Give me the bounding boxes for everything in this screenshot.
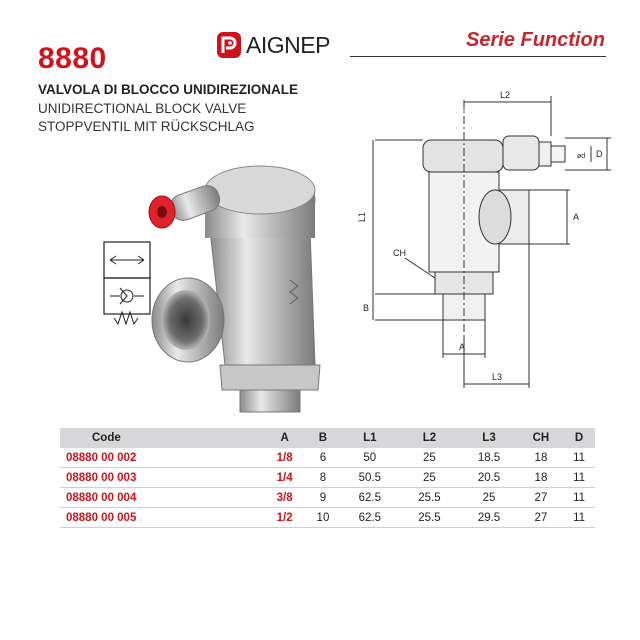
cell-ch: 18 [518,467,564,488]
cell-l3: 29.5 [459,507,519,528]
cell-l1: 62.5 [339,507,400,528]
col-a: A [263,428,306,448]
title-italian: VALVOLA DI BLOCCO UNIDIREZIONALE [38,82,298,97]
brand-logo: AIGNEP [216,30,330,60]
cell-l2: 25.5 [399,507,460,528]
col-code: Code [60,428,264,448]
cell-a: 1/8 [263,448,306,468]
cell-a: 1/4 [263,467,306,488]
cell-a: 1/2 [263,507,306,528]
cell-b: 8 [305,467,340,488]
col-l1: L1 [339,428,400,448]
title-german: STOPPVENTIL MIT RÜCKSCHLAG [38,119,255,134]
product-photo [148,165,321,413]
col-ch: CH [518,428,564,448]
cell-code: 08880 00 002 [60,448,264,468]
cell-l2: 25.5 [399,487,460,508]
cell-l1: 62.5 [339,487,400,508]
cell-l3: 18.5 [459,448,519,468]
technical-drawing: L2 L1 CH B A A L3 D ød [357,90,611,388]
table-row: 08880 00 003 1/4 8 50.5 25 20.5 18 11 [60,467,595,488]
cell-l1: 50.5 [339,467,400,488]
cell-l3: 25 [459,487,519,508]
table-row: 08880 00 002 1/8 6 50 25 18.5 18 11 [60,448,595,468]
specs-table: Code A B L1 L2 L3 CH D 08880 00 002 1/8 … [60,428,595,528]
cell-ch: 27 [518,507,564,528]
cell-d: 11 [563,507,595,528]
col-d: D [563,428,595,448]
cell-l1: 50 [339,448,400,468]
cell-b: 9 [305,487,340,508]
title-english: UNIDIRECTIONAL BLOCK VALVE [38,101,247,116]
aignep-logo-icon [217,32,241,58]
brand-name: AIGNEP [246,31,330,58]
col-l3: L3 [459,428,519,448]
cell-d: 11 [563,487,595,508]
col-b: B [305,428,340,448]
series-name: Serie Function [466,29,605,51]
label-phi-d: ød [577,153,585,160]
cell-ch: 27 [518,487,564,508]
cell-code: 08880 00 004 [60,487,264,508]
cell-d: 11 [563,448,595,468]
header-rule [350,56,606,57]
col-l2: L2 [399,428,460,448]
cell-l2: 25 [399,467,460,488]
label-d: D [596,149,603,159]
label-b: B [363,303,369,313]
table-header-row: Code A B L1 L2 L3 CH D [60,428,595,448]
cell-l2: 25 [399,448,460,468]
cell-b: 6 [305,448,340,468]
table-row: 08880 00 004 3/8 9 62.5 25.5 25 27 11 [60,487,595,508]
table-row: 08880 00 005 1/2 10 62.5 25.5 29.5 27 11 [60,507,595,528]
cell-b: 10 [305,507,340,528]
cell-code: 08880 00 005 [60,507,264,528]
label-l3: L3 [492,372,502,382]
label-a-side: A [573,212,579,222]
product-code: 8880 [38,42,107,75]
label-ch: CH [393,248,406,258]
label-a-bottom: A [459,342,465,352]
label-l2: L2 [500,90,510,100]
label-l1: L1 [357,212,367,222]
cell-d: 11 [563,467,595,488]
cell-ch: 18 [518,448,564,468]
valve-symbol [103,241,151,326]
cell-l3: 20.5 [459,467,519,488]
cell-a: 3/8 [263,487,306,508]
cell-code: 08880 00 003 [60,467,264,488]
